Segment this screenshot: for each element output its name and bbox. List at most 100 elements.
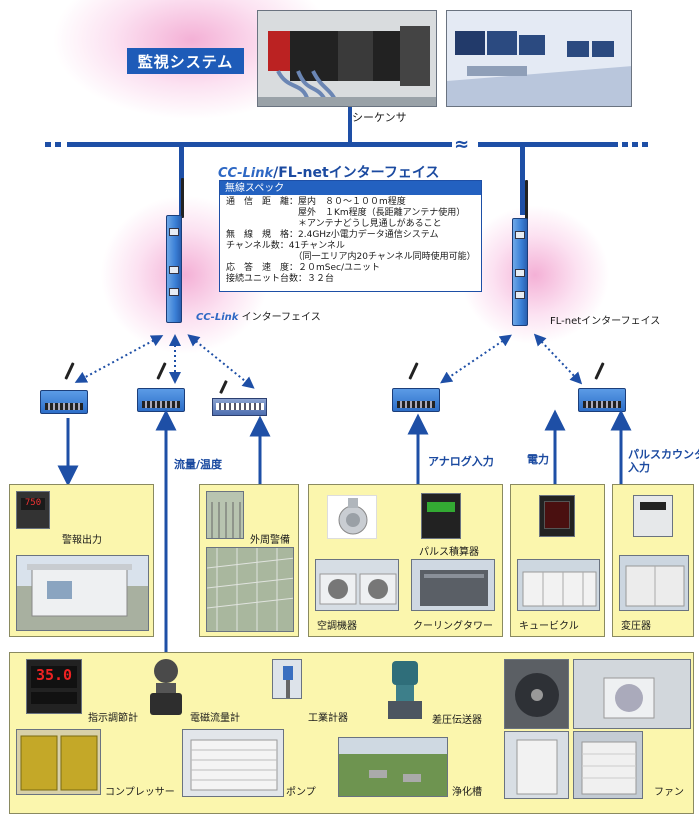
cc-link-interface-device (166, 215, 182, 323)
main-bus-right (478, 142, 618, 147)
pulse-integrator-display (427, 502, 455, 512)
sequencer-drop (348, 107, 352, 144)
fan-label: ファン (654, 787, 684, 798)
fan-photo-1 (504, 659, 569, 729)
spec-heading: 無線スペック (220, 181, 481, 195)
wireless-module (137, 388, 185, 412)
cc-link-interface-label: CC-Link インターフェイス (196, 308, 321, 323)
pump-label: ポンプ (286, 787, 316, 798)
differential-pressure-label: 差圧伝送器 (432, 715, 482, 726)
pulse-counter-display (640, 502, 666, 510)
antenna-icon (525, 180, 528, 220)
guardhouse-photo (16, 555, 149, 631)
air-conditioner-illustration (316, 560, 398, 610)
tower-illustration (574, 732, 642, 798)
flow-temperature-label: 流量/温度 (174, 458, 223, 471)
bus-dashed-left (45, 142, 61, 147)
spec-line: 通 信 距 離：屋内 ８０〜１００m程度 (226, 197, 406, 207)
gate-illustration (207, 492, 243, 538)
septic-tank-illustration (339, 738, 447, 796)
pressure-sensor-photo (327, 495, 377, 539)
control-room-photo (446, 10, 632, 107)
wireless-module (578, 388, 626, 412)
differential-pressure-photo (384, 657, 426, 723)
alarm-meter-display: 750 (21, 498, 45, 510)
fence-illustration (207, 548, 293, 631)
compressor-illustration (17, 730, 100, 794)
pulse-counter-label: パルスカウンタ 入力 (628, 448, 699, 474)
septic-tank-photo (338, 737, 448, 797)
power-meter-display (544, 501, 570, 529)
indicator-display: 35.0 (31, 666, 77, 688)
industrial-meter-illustration (283, 666, 293, 698)
antenna-icon (181, 178, 184, 218)
alarm-output-label: 警報出力 (62, 535, 102, 546)
bus-dashed-right (622, 142, 652, 147)
analog-input-label: アナログ入力 (428, 455, 494, 468)
cubicle-label: キュービクル (519, 621, 579, 632)
fl-net-interface-label: FL-netインターフェイス (550, 316, 661, 327)
external-security-label: 外周警備 (250, 535, 290, 546)
flowmeter-photo (146, 657, 186, 717)
pump-illustration (183, 730, 283, 796)
air-conditioner-label: 空調機器 (317, 621, 357, 632)
flowmeter-illustration (150, 659, 182, 715)
fl-net-title: /FL-netインターフェイス (273, 165, 440, 181)
fan-duct-illustration (574, 660, 690, 728)
indicator-controller-label: 指示調節計 (88, 713, 138, 724)
sequencer-illustration (258, 11, 436, 106)
monitoring-system-title: 監視システム (127, 48, 244, 74)
right-device-drop (520, 145, 525, 215)
interface-title: CC-Link/FL-netインターフェイス (218, 162, 439, 182)
control-room-illustration (447, 11, 631, 106)
spec-line: 無 線 規 格：2.4GHz小電力データ通信システム (226, 230, 439, 240)
spec-line: 屋外 １Km程度（長距離アンテナ使用） (226, 208, 466, 218)
wireless-module (40, 390, 88, 414)
septic-tank-label: 浄化槽 (452, 787, 482, 798)
cooling-tower-label: クーリングタワー (413, 621, 493, 632)
flow-temperature-box: 35.0 指示調節計 電磁流量計 工業計器 差圧伝送器 コンプレッサー ポンプ … (9, 652, 694, 814)
cooling-unit-photo (504, 731, 569, 799)
cooling-tower-illustration (412, 560, 494, 610)
fl-net-interface-device (512, 218, 528, 326)
pulse-integrator-label: パルス積算器 (419, 547, 479, 558)
cc-link-interface-text: インターフェイス (241, 312, 321, 323)
air-conditioner-photo (315, 559, 399, 611)
spec-line: （同一エリア内20チャンネル同時使用可能） (226, 252, 476, 262)
spec-line: 接続ユニット台数：３２台 (226, 274, 335, 284)
fan-illustration (505, 660, 568, 728)
right-device-glow (460, 205, 610, 345)
sequencer-label: シーケンサ (352, 111, 407, 124)
power-label: 電力 (527, 453, 549, 466)
pulse-integrator-photo (421, 493, 461, 539)
fan-photo-2 (573, 659, 691, 729)
wireless-io-rack (212, 398, 267, 416)
wireless-spec-box: 無線スペック 通 信 距 離：屋内 ８０〜１００m程度 屋外 １Km程度（長距離… (219, 180, 482, 292)
pulse-counter-photo (633, 495, 673, 537)
compressor-photo (16, 729, 101, 795)
alarm-output-box: 750 警報出力 (9, 484, 154, 637)
transformer-label: 変圧器 (621, 621, 651, 632)
cubicle-photo (517, 559, 600, 611)
tower-photo (573, 731, 643, 799)
pump-photo (182, 729, 284, 797)
guardhouse-illustration (17, 556, 148, 630)
industrial-meter-photo (272, 659, 302, 699)
transformer-illustration (620, 556, 688, 610)
flowmeter-label: 電磁流量計 (190, 713, 240, 724)
bus-break-mark: ≈ (454, 134, 470, 155)
analog-input-box: パルス積算器 空調機器 クーリングタワー (308, 484, 503, 637)
cooling-unit-illustration (505, 732, 568, 798)
gate-photo (206, 491, 244, 539)
industrial-meter-label: 工業計器 (308, 713, 348, 724)
transformer-photo (619, 555, 689, 611)
main-bus (67, 142, 452, 147)
external-security-box: 外周警備 (199, 484, 299, 637)
pressure-sensor-illustration (338, 498, 368, 535)
power-meter-photo (539, 495, 575, 537)
compressor-label: コンプレッサー (105, 787, 175, 798)
alarm-meter-photo: 750 (16, 491, 50, 529)
cooling-tower-photo (411, 559, 495, 611)
